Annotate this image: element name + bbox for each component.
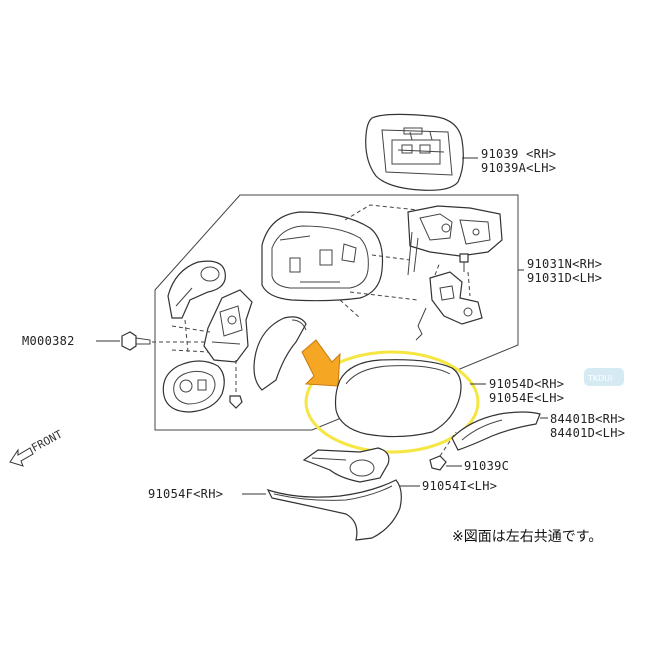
label-lower-cover-rh: 91054F<RH> (148, 487, 223, 501)
gasket-part (162, 360, 225, 413)
mirror-cover-part (334, 359, 462, 438)
highlight-marker (304, 350, 480, 454)
front-label: FRONT (29, 427, 65, 454)
lower-cover-rh-part (266, 479, 402, 541)
label-turn-lamp-lh: 84401D<LH> (550, 426, 625, 440)
label-cover-lh: 91054E<LH> (489, 391, 564, 405)
label-cover-rh: 91054D<RH> (489, 377, 564, 391)
m000382-screw (121, 331, 151, 351)
label-turn-lamp-rh: 84401B<RH> (550, 412, 625, 426)
front-arrow-icon (9, 447, 34, 467)
assembly-frame (154, 194, 519, 431)
label-mirror-glass-rh: 91039 <RH> (481, 147, 556, 161)
actuator-screw (459, 253, 469, 272)
actuator-part (407, 205, 503, 276)
arm-cover-part (253, 316, 307, 391)
label-lower-cover-lh: 91054I<LH> (422, 479, 497, 493)
watermark-logo: TKDUi (584, 368, 624, 386)
mirror-housing-part (261, 211, 384, 302)
label-mirror-body-rh: 91031N<RH> (527, 257, 602, 271)
bracket-part (167, 260, 226, 319)
turn-lamp-part (451, 411, 541, 451)
label-clip: 91039C (464, 459, 509, 473)
clip-part (429, 431, 457, 471)
lower-mechanism-part (415, 271, 483, 341)
label-mirror-glass-lh: 91039A<LH> (481, 161, 556, 175)
note-text: ※図面は左右共通です。 (452, 529, 602, 545)
lower-cover-lh-part (302, 447, 390, 483)
label-screw: M000382 (22, 334, 75, 348)
mirror-glass-part (365, 113, 464, 191)
label-mirror-body-lh: 91031D<LH> (527, 271, 602, 285)
watermark-text: TKDUi (587, 374, 612, 383)
base-screw (229, 360, 243, 409)
pivot-base-part (203, 289, 253, 363)
pointer-arrow-icon (301, 339, 341, 387)
front-direction-indicator: FRONT (9, 427, 65, 467)
